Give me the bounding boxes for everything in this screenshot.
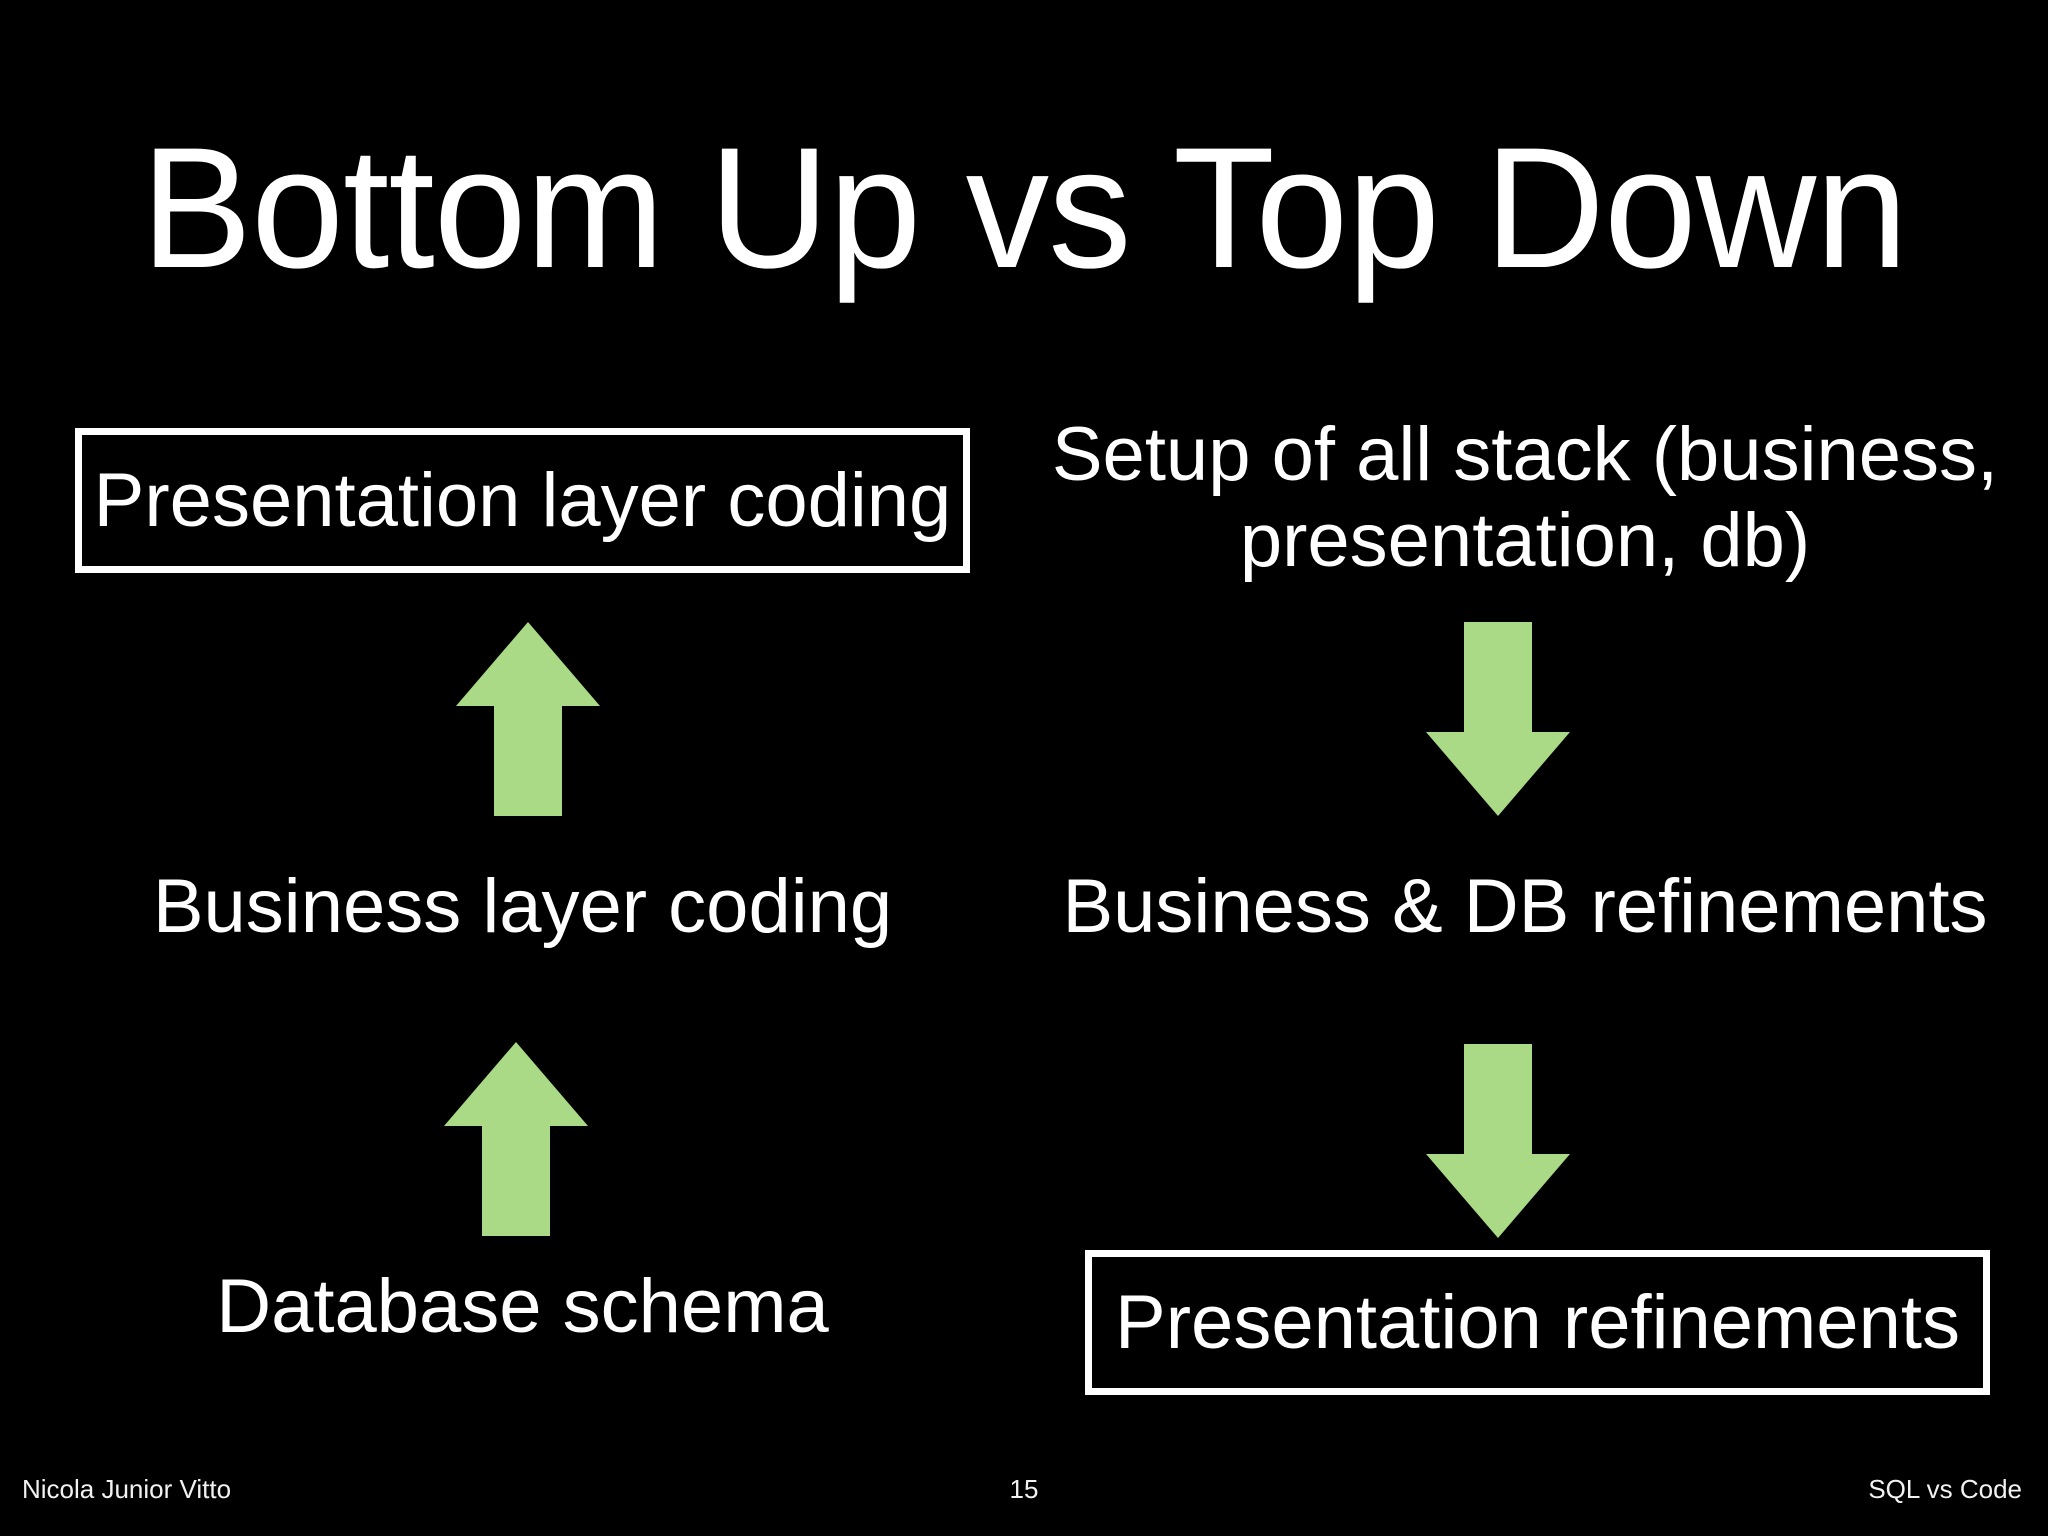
slide-footer: Nicola Junior Vitto 15 SQL vs Code [0, 1462, 2048, 1536]
top-down-step-presentation-refinements-label: Presentation refinements [1115, 1279, 1960, 1365]
top-down-step-setup-of-all-stack: Setup of all stack (business, presentati… [1051, 412, 1999, 583]
arrow-down-icon [1422, 1040, 1574, 1242]
page-title: Bottom Up vs Top Down [140, 112, 1908, 304]
bottom-up-step-presentation-layer-coding-label: Presentation layer coding [93, 457, 952, 543]
bottom-up-step-business-layer-coding: Business layer coding [152, 864, 893, 949]
arrow-down-icon [1422, 618, 1574, 820]
bottom-up-step-presentation-layer-coding: Presentation layer coding [75, 428, 970, 573]
arrow-up-icon [440, 1038, 592, 1240]
bottom-up-flow: Presentation layer coding Business layer… [40, 300, 1005, 1420]
footer-author: Nicola Junior Vitto [22, 1474, 232, 1504]
bottom-up-step-database-schema: Database schema [216, 1264, 829, 1349]
arrow-up-icon [452, 618, 604, 820]
footer-page-number: 15 [1009, 1474, 1039, 1504]
top-down-flow: Setup of all stack (business, presentati… [1030, 300, 2020, 1420]
footer-deck-title: SQL vs Code [1868, 1474, 2022, 1504]
top-down-step-presentation-refinements: Presentation refinements [1085, 1250, 1990, 1395]
top-down-step-business-db-refinements: Business & DB refinements [1062, 864, 1988, 949]
